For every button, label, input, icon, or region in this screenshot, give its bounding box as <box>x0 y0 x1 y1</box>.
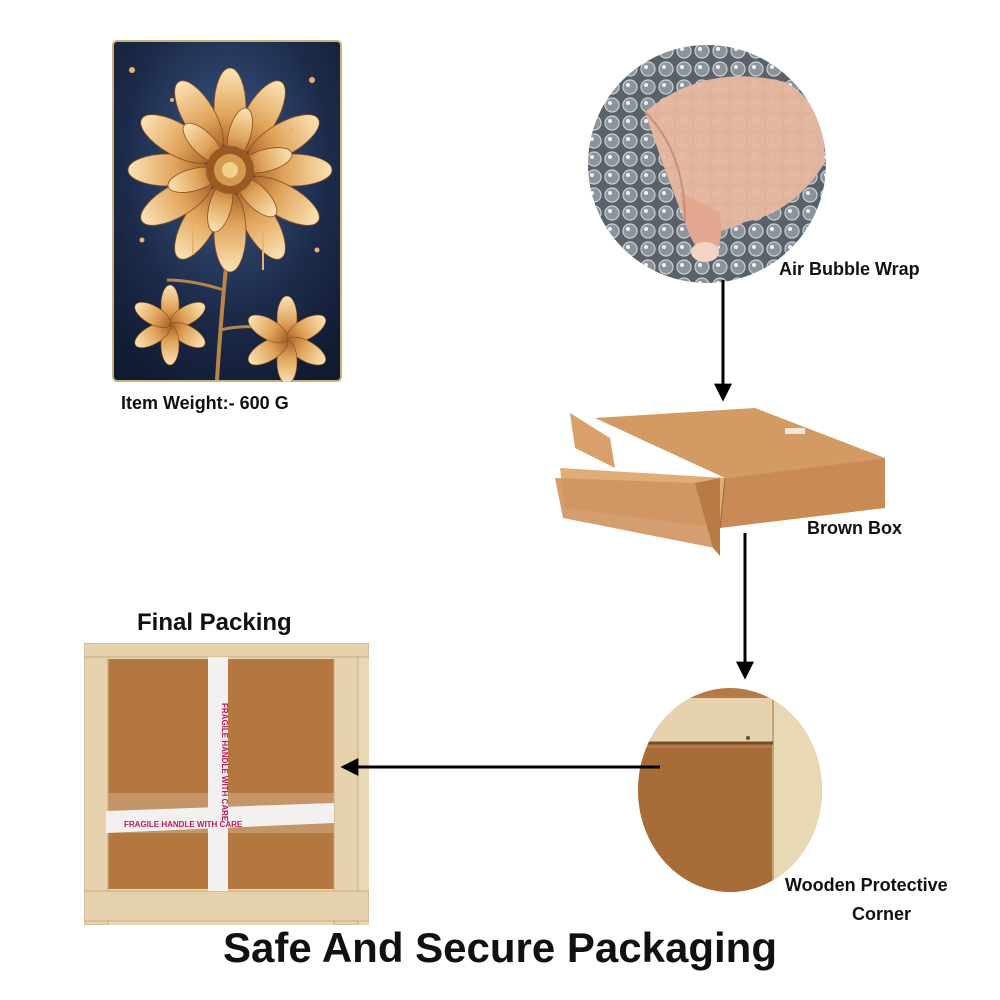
bubble-wrap-image <box>586 43 828 285</box>
wooden-corner-label-line1: Wooden Protective <box>785 875 948 895</box>
brown-box-image <box>555 408 885 556</box>
footer-title: Safe And Secure Packaging <box>223 924 777 971</box>
item-weight-label: Item Weight:- 600 G <box>121 393 289 413</box>
final-packing-label: Final Packing <box>137 609 292 636</box>
tape-text-horizontal: FRAGILE HANDLE WITH CARE <box>124 820 243 829</box>
bubble-wrap-label: Air Bubble Wrap <box>779 259 920 279</box>
wooden-corner-image <box>638 688 822 892</box>
wooden-corner-label-line2: Corner <box>852 904 912 924</box>
tape-text-vertical: FRAGILE HANDLE WITH CARE <box>220 703 229 822</box>
painting-image <box>112 40 342 382</box>
final-packing-image: FRAGILE HANDLE WITH CARE FRAGILE HANDLE … <box>84 643 369 925</box>
brown-box-label: Brown Box <box>807 518 903 538</box>
